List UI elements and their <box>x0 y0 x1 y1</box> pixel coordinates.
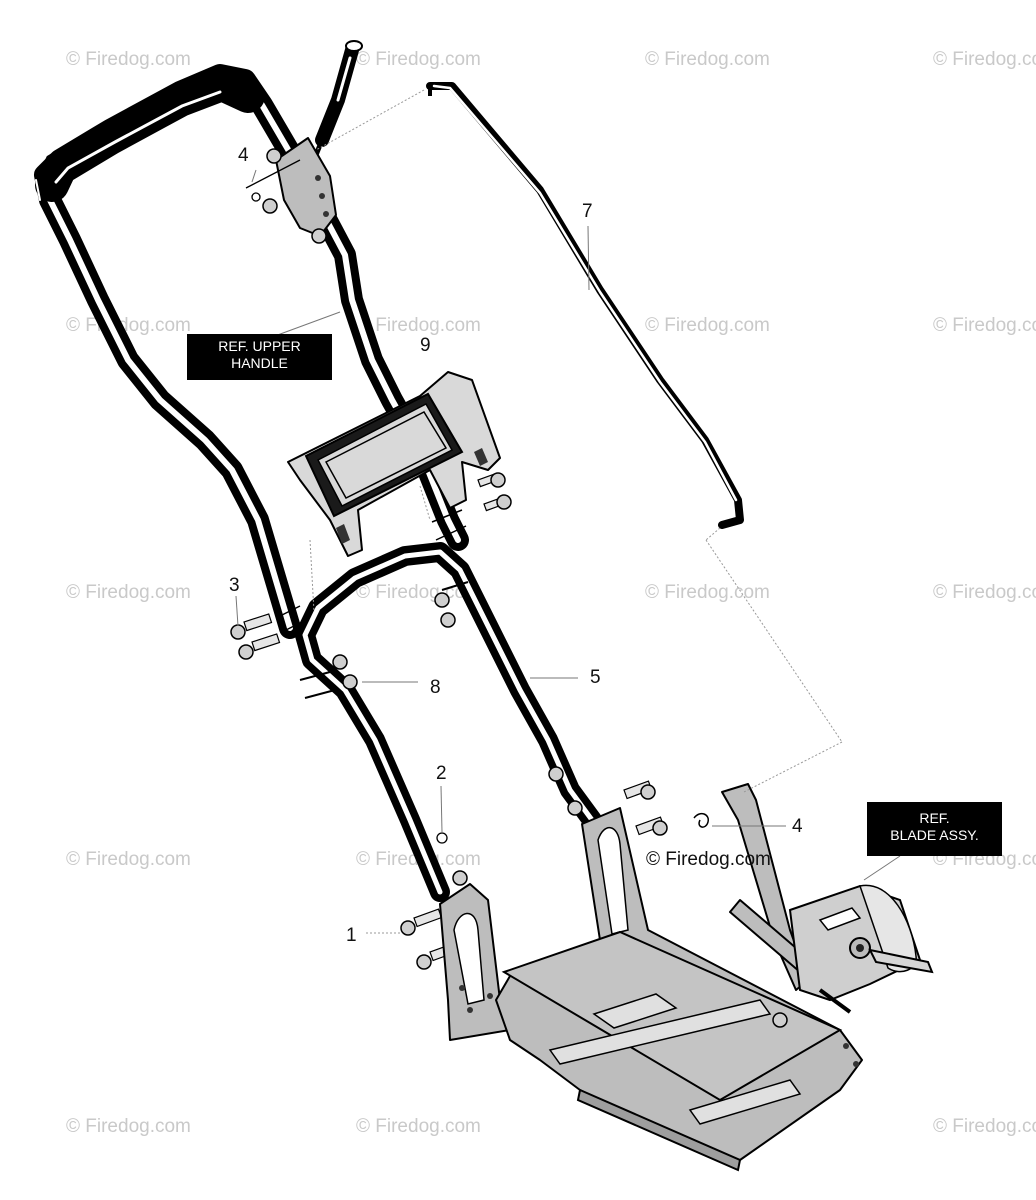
callout-5: 5 <box>590 667 601 688</box>
ref-upper-handle-label: REF. UPPER HANDLE <box>187 334 332 380</box>
handle-cover <box>287 371 501 557</box>
watermark: © Firedog.com <box>356 49 481 70</box>
watermark: © Firedog.com <box>645 315 770 336</box>
mid-handle <box>295 542 602 902</box>
watermark: © Firedog.com <box>356 1116 481 1137</box>
nuts-item-8 <box>332 592 456 690</box>
watermark: © Firedog.com <box>933 49 1036 70</box>
watermark: © Firedog.com <box>66 582 191 603</box>
panel-bolts <box>431 472 512 541</box>
watermark: © Firedog.com <box>933 315 1036 336</box>
callout-8: 8 <box>430 677 441 698</box>
watermark: © Firedog.com <box>66 49 191 70</box>
ref-blade-assy-line1: REF. <box>919 810 950 826</box>
ref-blade-assy-label: REF. BLADE ASSY. <box>867 802 1002 856</box>
control-lever <box>309 40 363 166</box>
callout-1: 1 <box>346 925 357 946</box>
watermark: © Firedog.com <box>66 1116 191 1137</box>
callout-4-upper: 4 <box>238 145 249 166</box>
ref-upper-handle-line2: HANDLE <box>231 355 288 371</box>
watermark: © Firedog.com <box>933 582 1036 603</box>
callout-3: 3 <box>229 575 240 596</box>
upper-handle <box>34 64 469 639</box>
callout-2: 2 <box>436 763 447 784</box>
callout-7: 7 <box>582 201 593 222</box>
copyright-notice: © Firedog.com <box>646 849 771 870</box>
bolts-item-3 <box>230 605 307 660</box>
handle-bracket <box>245 137 337 244</box>
ref-upper-handle-line1: REF. UPPER <box>218 338 301 354</box>
watermark: © Firedog.com <box>645 49 770 70</box>
lower-handle-base <box>439 807 863 1172</box>
blade-assembly <box>721 783 934 1014</box>
watermark: © Firedog.com <box>356 315 481 336</box>
control-rod <box>426 82 744 529</box>
watermark: © Firedog.com <box>66 849 191 870</box>
ref-blade-assy-line2: BLADE ASSY. <box>890 827 979 843</box>
watermark: © Firedog.com <box>933 1116 1036 1137</box>
callout-4-lower: 4 <box>792 816 803 837</box>
callout-9: 9 <box>420 335 431 356</box>
